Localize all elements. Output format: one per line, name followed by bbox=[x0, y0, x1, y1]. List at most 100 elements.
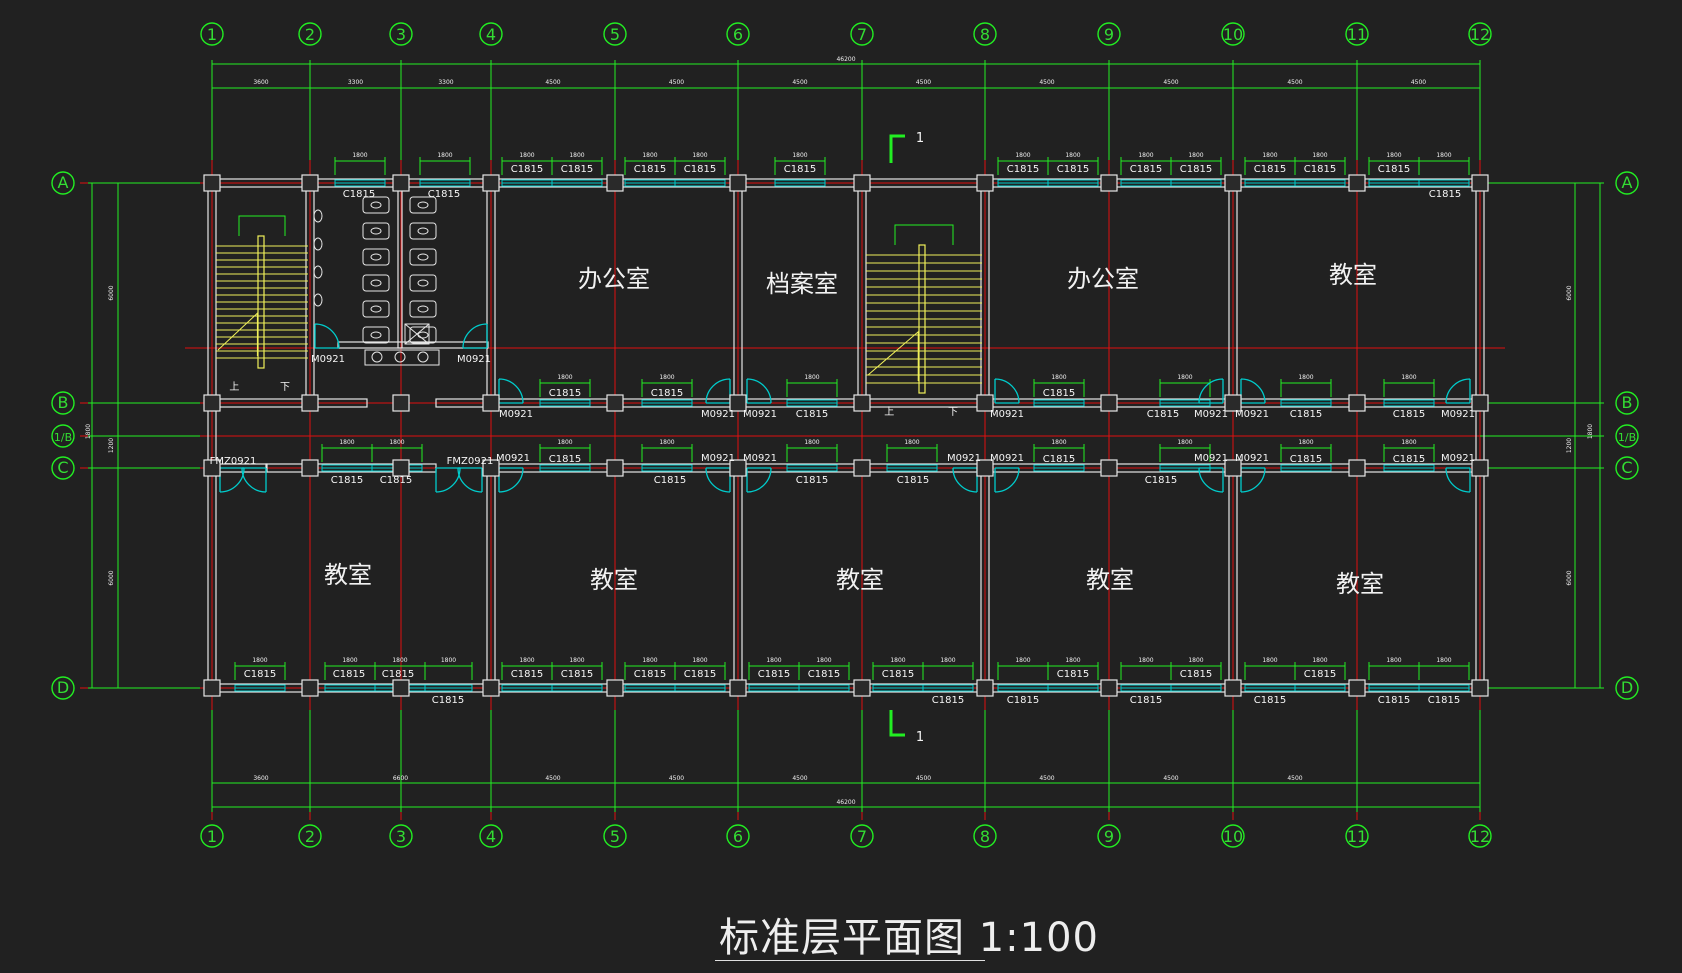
dim-text: 4500 bbox=[1163, 775, 1178, 782]
axis-number: 9 bbox=[1104, 827, 1114, 846]
window-label: C1815 bbox=[796, 475, 828, 486]
window-label: C1815 bbox=[1304, 164, 1336, 175]
urinal bbox=[313, 293, 323, 307]
dim-text: 1800 bbox=[1138, 152, 1153, 159]
axis-bubble bbox=[479, 824, 503, 848]
axis-letter: 1/B bbox=[1618, 431, 1636, 444]
door-swing bbox=[462, 323, 488, 349]
structural-column bbox=[853, 174, 871, 192]
structural-column bbox=[1471, 394, 1489, 412]
window-label: C1815 bbox=[511, 164, 543, 175]
dim-text: 4500 bbox=[1039, 79, 1054, 86]
door-swing bbox=[1198, 378, 1224, 404]
room-label: 办公室 bbox=[578, 265, 650, 293]
dim-text: 1800 bbox=[1065, 152, 1080, 159]
door-swing bbox=[1198, 467, 1224, 493]
door-label: M0921 bbox=[1235, 453, 1269, 464]
wc-pan bbox=[370, 201, 382, 209]
axis-number: 4 bbox=[486, 25, 496, 44]
structural-column bbox=[301, 459, 319, 477]
stair-up-label: 上 bbox=[884, 406, 894, 418]
axis-number: 11 bbox=[1347, 25, 1367, 44]
dim-text: 1800 bbox=[816, 657, 831, 664]
window-label: C1815 bbox=[1254, 164, 1286, 175]
window-label: C1815 bbox=[1043, 454, 1075, 465]
axis-letter: A bbox=[1622, 173, 1633, 192]
doors bbox=[219, 323, 1471, 493]
dim-text: 1800 bbox=[692, 657, 707, 664]
structural-column bbox=[1224, 394, 1242, 412]
wc-pan bbox=[370, 331, 382, 339]
structural-column bbox=[976, 459, 994, 477]
window-label: C1815 bbox=[382, 669, 414, 680]
structural-column bbox=[606, 174, 624, 192]
title-underline bbox=[715, 960, 985, 961]
door-swing bbox=[457, 467, 483, 493]
axis-bubble bbox=[51, 391, 75, 415]
axis-letter: B bbox=[58, 393, 69, 412]
structural-column bbox=[606, 679, 624, 697]
axis-number: 10 bbox=[1223, 25, 1243, 44]
window-label: C1815 bbox=[1130, 164, 1162, 175]
structural-column bbox=[1100, 394, 1118, 412]
dim-text: 1800 bbox=[1436, 152, 1451, 159]
window-label: C1815 bbox=[1057, 669, 1089, 680]
section-number: 1 bbox=[916, 131, 924, 146]
axis-number: 10 bbox=[1223, 827, 1243, 846]
door-label: M0921 bbox=[1194, 409, 1228, 420]
axis-bubble bbox=[389, 22, 413, 46]
stair-handrail bbox=[257, 235, 265, 369]
door-swing bbox=[746, 378, 772, 404]
window-label: C1815 bbox=[549, 388, 581, 399]
structural-column bbox=[606, 394, 624, 412]
window-label: C1815 bbox=[1147, 409, 1179, 420]
stair-landing-line bbox=[894, 224, 954, 245]
axis-number: 1 bbox=[207, 25, 217, 44]
axis-number: 1 bbox=[207, 827, 217, 846]
dim-text: 1800 bbox=[1065, 657, 1080, 664]
door-swing bbox=[994, 378, 1020, 404]
dim-text: 6000 bbox=[1566, 570, 1573, 585]
urinal bbox=[313, 265, 323, 279]
window-label: C1815 bbox=[1057, 164, 1089, 175]
dim-text: 1800 bbox=[1312, 657, 1327, 664]
window-label: C1815 bbox=[331, 475, 363, 486]
dim-text: 3300 bbox=[438, 79, 453, 86]
axis-bubble bbox=[603, 824, 627, 848]
structural-column bbox=[392, 459, 410, 477]
dim-text: 1800 bbox=[392, 657, 407, 664]
wc-pan bbox=[370, 279, 382, 287]
washbasin-counter bbox=[364, 349, 440, 366]
room-label: 教室 bbox=[1086, 566, 1134, 594]
window-label: C1815 bbox=[561, 164, 593, 175]
room-labels: 办公室档案室办公室教室教室教室教室教室教室 bbox=[324, 261, 1384, 598]
urinal bbox=[313, 209, 323, 223]
dim-text: 6000 bbox=[108, 285, 115, 300]
structural-column bbox=[301, 679, 319, 697]
structural-column bbox=[482, 679, 500, 697]
structural-column bbox=[392, 394, 410, 412]
axis-number: 8 bbox=[980, 827, 990, 846]
axis-number: 8 bbox=[980, 25, 990, 44]
dim-text: 1800 bbox=[1188, 152, 1203, 159]
window-label: C1815 bbox=[1428, 695, 1460, 706]
room-label: 教室 bbox=[836, 566, 884, 594]
stair-down-label: 下 bbox=[948, 407, 958, 418]
room-label: 教室 bbox=[1336, 570, 1384, 598]
axis-bubble bbox=[298, 22, 322, 46]
structural-column bbox=[392, 679, 410, 697]
axis-number: 11 bbox=[1347, 827, 1367, 846]
axis-letter: D bbox=[57, 678, 69, 697]
window-label: C1815 bbox=[1393, 409, 1425, 420]
dim-text: 1800 bbox=[85, 424, 92, 439]
dim-text: 1800 bbox=[569, 152, 584, 159]
axis-number: 3 bbox=[396, 827, 406, 846]
axis-bubble bbox=[1221, 22, 1245, 46]
window-label: C1815 bbox=[428, 189, 460, 200]
window-label: C1815 bbox=[634, 669, 666, 680]
dim-text: 1800 bbox=[642, 152, 657, 159]
stairs bbox=[216, 215, 982, 394]
structural-column bbox=[482, 459, 500, 477]
stair-arrow bbox=[217, 312, 258, 356]
